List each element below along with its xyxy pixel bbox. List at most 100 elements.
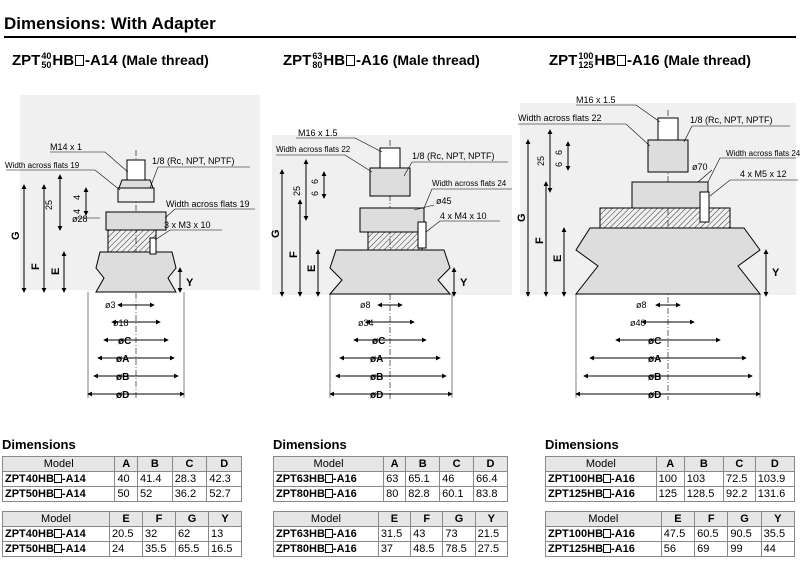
- bolt: [417, 221, 427, 249]
- table-row: ZPT100HB-A16 47.5 60.5 90.5 35.5: [545, 526, 796, 542]
- column-header: F: [142, 511, 177, 527]
- hex-nut-lower: [117, 187, 155, 203]
- label-d-small: ø8: [636, 300, 647, 310]
- label-bolt: 4 x M4 x 10: [440, 211, 487, 221]
- column-header: B: [405, 456, 441, 472]
- table-header-row: Model A B C D: [1, 456, 242, 472]
- value-cell: 56: [660, 541, 696, 557]
- drawing-1: [6, 95, 260, 400]
- value-cell: 31.5: [377, 526, 412, 542]
- value-cell: 82.8: [405, 486, 441, 502]
- column-header: A: [114, 456, 139, 472]
- value-cell: 100: [655, 471, 685, 487]
- model-prefix: ZPT40HB: [5, 528, 54, 540]
- value-cell: 60.5: [694, 526, 729, 542]
- label-y: Y: [772, 267, 780, 279]
- value-cell: 28.3: [171, 471, 208, 487]
- value-cell: 92.2: [722, 486, 756, 502]
- label-d-mid: ø40: [630, 318, 646, 328]
- label-bolt: 3 x M3 x 10: [164, 220, 211, 230]
- leader-flange: [697, 169, 713, 183]
- value-cell: 72.5: [722, 471, 756, 487]
- model-cell: ZPT100HB-A16: [545, 471, 657, 487]
- label-f: F: [534, 237, 546, 244]
- label-y: Y: [460, 277, 468, 289]
- label-25: 25: [536, 156, 546, 166]
- value-cell: 83.8: [473, 486, 508, 502]
- technical-drawings: M14 x 1 Width across flats 19 1/8 (Rc, N…: [5, 95, 800, 401]
- table-row: ZPT40HB-A14 40 41.4 28.3 42.3: [1, 471, 242, 487]
- leader-bolt: [425, 220, 500, 233]
- model-cell: ZPT80HB-A16: [273, 541, 379, 557]
- model-mid: HB: [594, 52, 617, 69]
- table-header-row: Model A B C D: [545, 456, 796, 472]
- thread-stud: [657, 117, 679, 141]
- model-prefix: ZPT40HB: [5, 473, 54, 485]
- model-cell: ZPT125HB-A16: [545, 541, 662, 557]
- dimensions-table-abcd-2: Model A B C D ZPT63HB-A16 63 65.1 46 66.…: [272, 456, 508, 502]
- table-header-row: Model E F G Y: [1, 511, 242, 527]
- column-header: Y: [760, 511, 796, 527]
- dimensions-table-abcd-3: Model A B C D ZPT100HB-A16 100 103 72.5 …: [545, 456, 796, 502]
- label-flats-side: Width across flats 24: [432, 179, 507, 188]
- model-prefix: ZPT50HB: [5, 488, 54, 500]
- adapter-flange: [359, 207, 425, 233]
- value-cell: 103: [683, 471, 724, 487]
- placeholder-box-icon: [346, 55, 356, 66]
- placeholder-box-icon: [603, 474, 612, 483]
- model-cell: ZPT80HB-A16: [272, 486, 385, 502]
- label-da: øA: [116, 354, 129, 365]
- model-cell: ZPT125HB-A16: [545, 486, 657, 502]
- value-cell: 20.5: [109, 526, 144, 542]
- label-g: G: [516, 213, 528, 222]
- label-db: øB: [648, 372, 661, 383]
- column-header: B: [137, 456, 173, 472]
- frac-bottom: 80: [312, 60, 323, 71]
- column-header: Model: [545, 511, 662, 527]
- placeholder-box-icon: [53, 489, 62, 498]
- label-flats-top: Width across flats 19: [5, 161, 80, 170]
- value-cell: 66.4: [473, 471, 508, 487]
- table-header-row: Model A B C D: [272, 456, 508, 472]
- label-g: G: [10, 231, 22, 240]
- model-cell: ZPT63HB-A16: [273, 526, 379, 542]
- model-note: (Male thread): [663, 52, 751, 68]
- bellows-pad: [95, 251, 177, 293]
- thread-stud: [379, 147, 401, 169]
- leader-flats-top: [518, 123, 651, 147]
- frac-top: 40: [41, 51, 52, 62]
- table-row: ZPT63HB-A16 63 65.1 46 66.4: [272, 471, 508, 487]
- adapter-body: [599, 207, 731, 229]
- frac-top: 63: [312, 51, 323, 62]
- value-cell: 99: [727, 541, 762, 557]
- label-6a: 6: [310, 179, 320, 184]
- table-row: ZPT125HB-A16 56 69 99 44: [545, 541, 796, 557]
- value-cell: 73: [442, 526, 476, 542]
- label-d-small: ø8: [360, 300, 371, 310]
- value-cell: 128.5: [683, 486, 724, 502]
- dimensions-table-abcd-1: Model A B C D ZPT40HB-A14 40 41.4 28.3 4…: [1, 456, 242, 502]
- column-header: G: [727, 511, 762, 527]
- label-d-mid: ø34: [358, 318, 374, 328]
- label-da: øA: [370, 354, 383, 365]
- model-prefix: ZPT125HB: [548, 488, 604, 500]
- adapter-flange: [631, 181, 709, 209]
- model-prefix: ZPT50HB: [5, 543, 54, 555]
- value-cell: 42.3: [206, 471, 242, 487]
- column-header: E: [660, 511, 696, 527]
- column-header: C: [171, 456, 208, 472]
- dimensions-table-efgy-2: Model E F G Y ZPT63HB-A16 31.5 43 73 21.…: [273, 511, 509, 557]
- column-header: A: [655, 456, 685, 472]
- table-row: ZPT63HB-A16 31.5 43 73 21.5: [273, 526, 509, 542]
- label-d-small: ø3: [105, 300, 116, 310]
- table-header-row: Model E F G Y: [545, 511, 796, 527]
- label-flats-side: Width across flats 24: [726, 149, 800, 158]
- model-note: (Male thread): [392, 52, 480, 68]
- label-d-mid: ø18: [113, 318, 129, 328]
- label-25: 25: [44, 200, 54, 210]
- label-4a: 4: [72, 195, 82, 200]
- label-flats-top: Width across flats 22: [276, 145, 351, 154]
- bellows-pad: [328, 249, 452, 295]
- value-cell: 48.5: [410, 541, 444, 557]
